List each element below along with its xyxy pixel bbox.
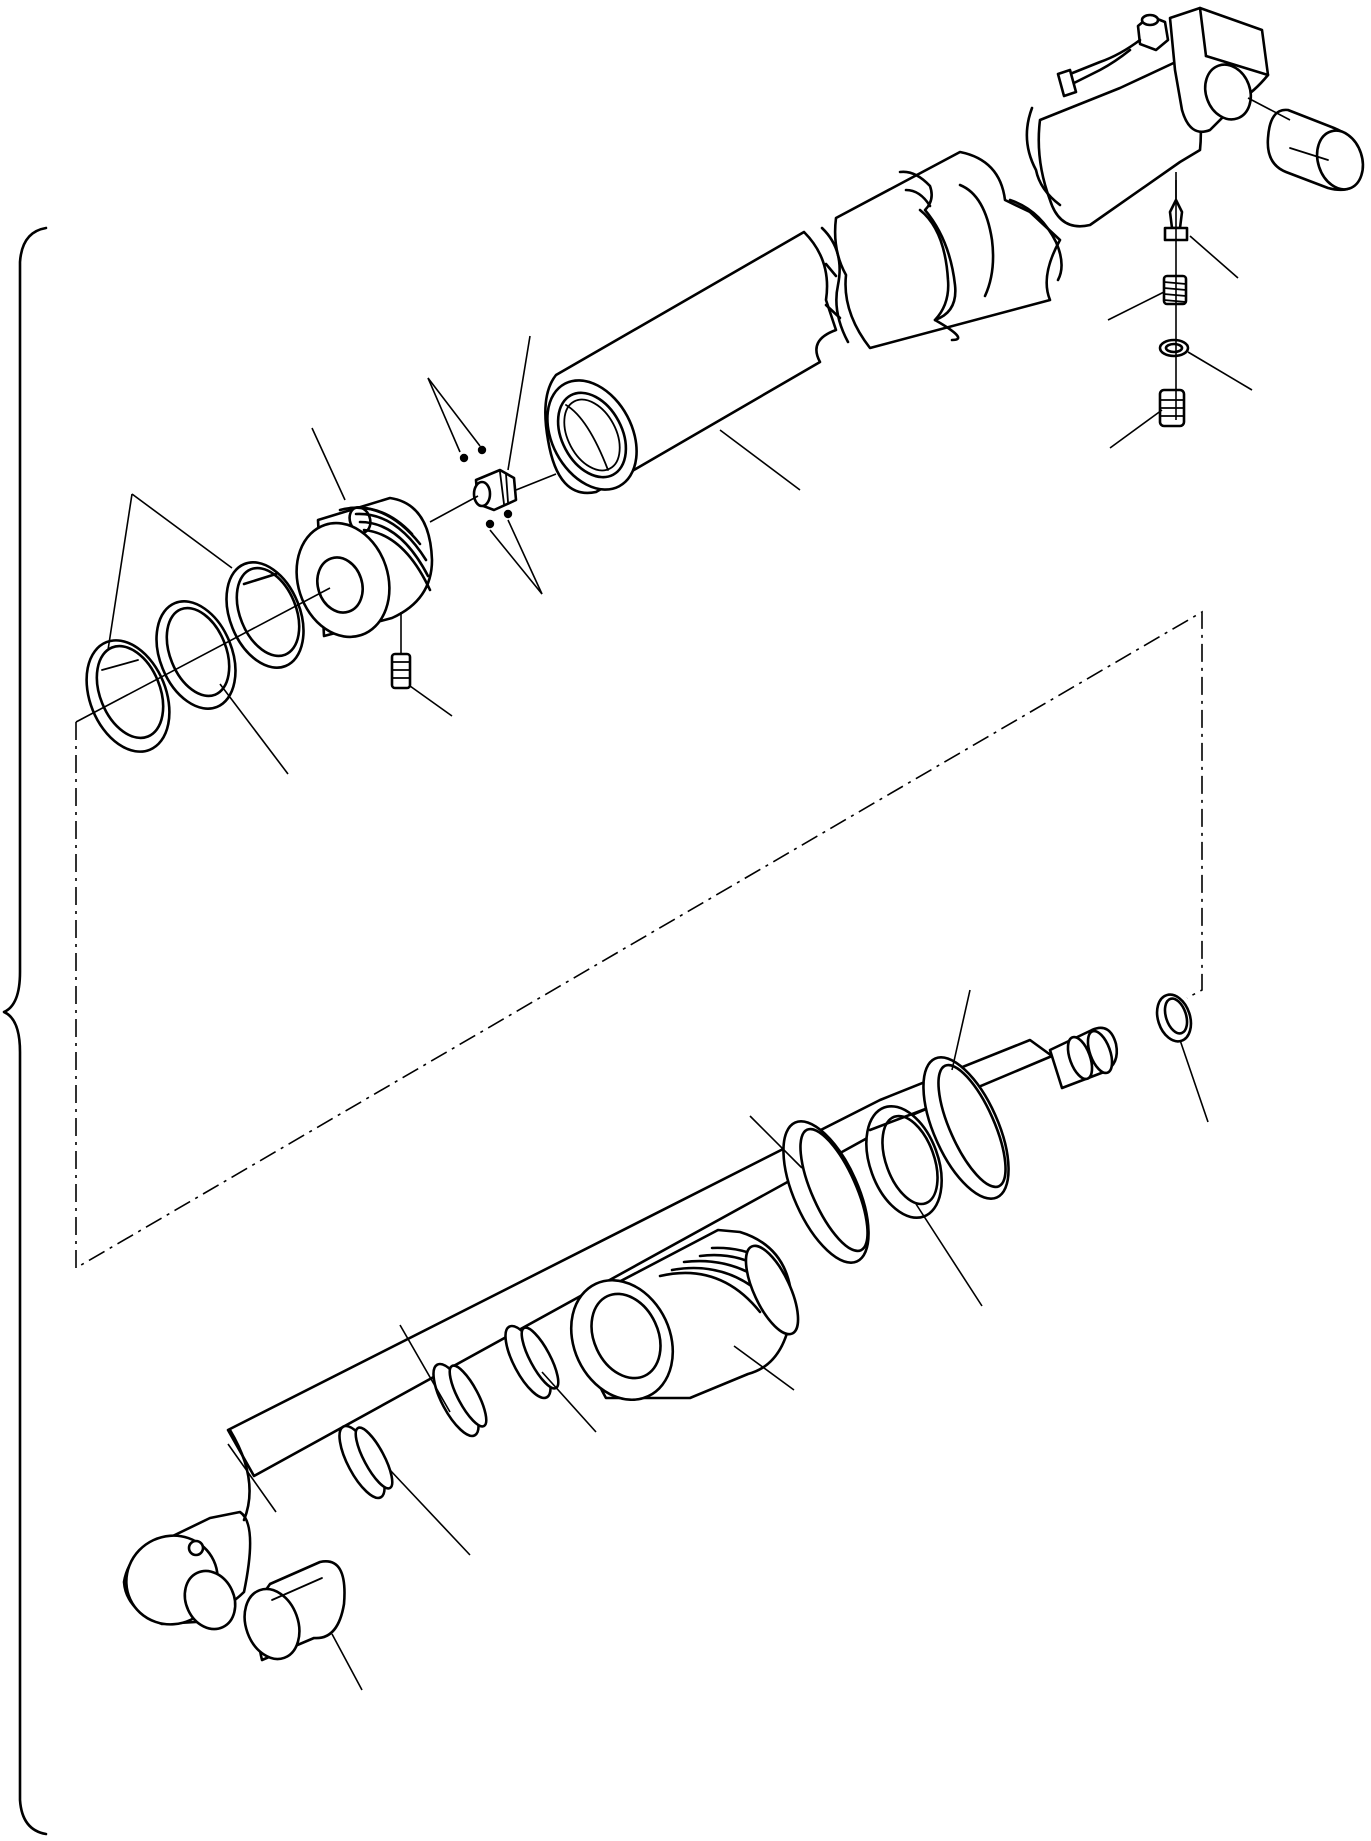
check-spring [1107, 274, 1188, 321]
cushion-plunger [429, 335, 531, 523]
tube-leader [719, 429, 801, 491]
check-plug [1109, 388, 1186, 449]
check-washer [1158, 338, 1253, 391]
cylinder-tube [544, 6, 1270, 495]
steel-balls [427, 377, 543, 595]
cylinder-bushing [1247, 97, 1365, 192]
piston-rod [122, 1026, 1119, 1631]
cylinder-head [569, 1228, 800, 1402]
o-ring [1155, 993, 1209, 1123]
piston [295, 427, 434, 639]
piston-rings [75, 493, 331, 775]
group-bracket [2, 226, 48, 1836]
hose-tube [1056, 38, 1142, 98]
head-seals [749, 989, 1010, 1307]
piston-set-screw [390, 612, 453, 717]
assembly-centerline [75, 610, 1203, 1270]
rod-bushing [243, 1560, 363, 1691]
piston-axis [515, 473, 557, 491]
